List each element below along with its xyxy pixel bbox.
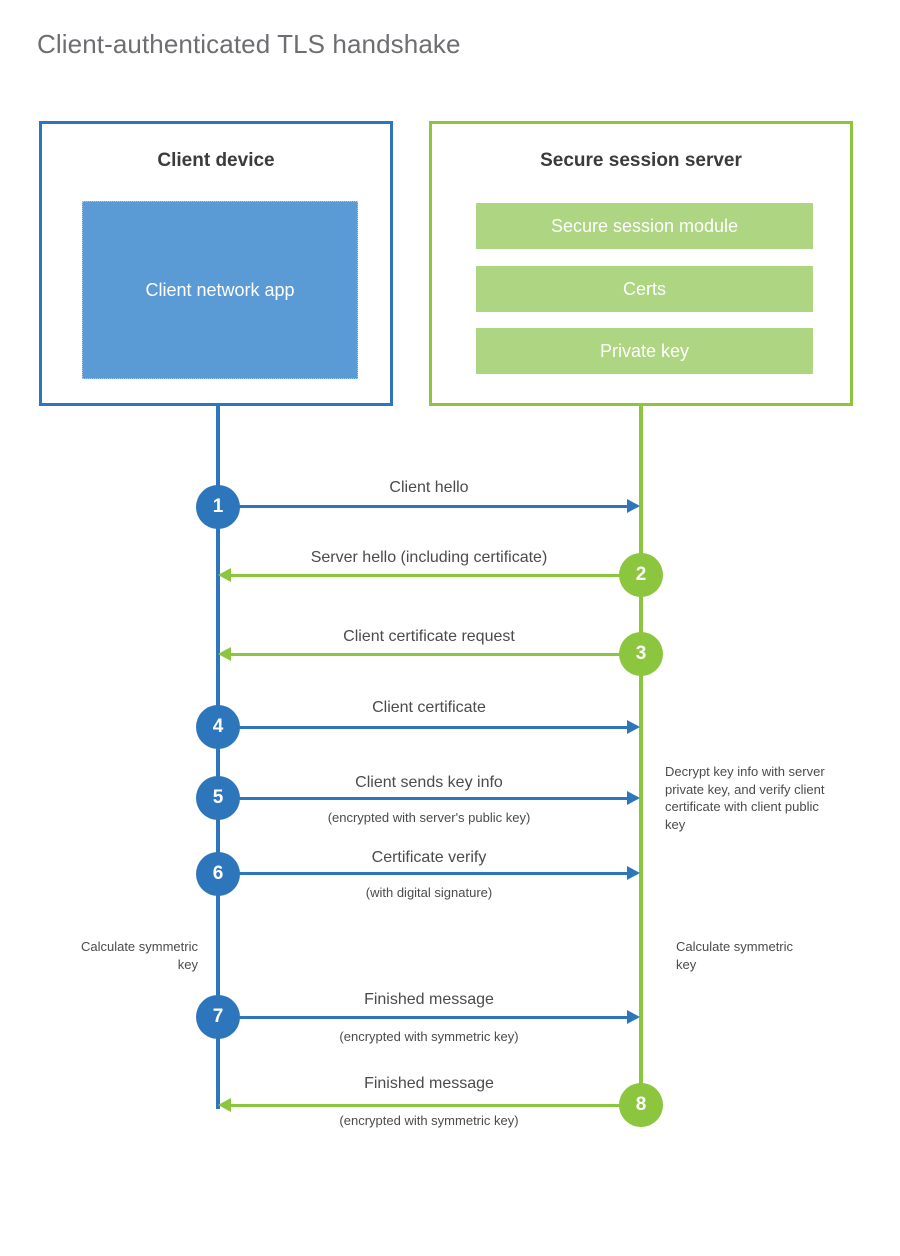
client-device-box: Client device Client network app bbox=[39, 121, 393, 406]
step-8-arrowhead-icon bbox=[218, 1098, 231, 1112]
step-7-sublabel: (encrypted with symmetric key) bbox=[339, 1029, 519, 1044]
step-2-arrowhead-icon bbox=[218, 568, 231, 582]
step-1-arrowhead-icon bbox=[627, 499, 640, 513]
server-chip-private-key: Private key bbox=[476, 328, 813, 374]
step-7-label: Finished message bbox=[364, 991, 494, 1008]
step-4-label: Client certificate bbox=[372, 699, 486, 716]
step-1-badge: 1 bbox=[196, 485, 240, 529]
step-6-arrow-line bbox=[218, 872, 628, 875]
step-6-arrowhead-icon bbox=[627, 866, 640, 880]
step-1-label: Client hello bbox=[389, 479, 469, 496]
server-chip-certs: Certs bbox=[476, 266, 813, 312]
step-8-sublabel: (encrypted with symmetric key) bbox=[339, 1113, 519, 1128]
step-3-arrow-line bbox=[230, 653, 641, 656]
step-6-badge: 6 bbox=[196, 852, 240, 896]
step-3-arrowhead-icon bbox=[218, 647, 231, 661]
step-4-arrowhead-icon bbox=[627, 720, 640, 734]
step-5-sublabel: (encrypted with server's public key) bbox=[327, 810, 531, 825]
step-7-arrowhead-icon bbox=[627, 1010, 640, 1024]
step-6-sublabel: (with digital signature) bbox=[365, 885, 493, 900]
step-8-arrow-line bbox=[230, 1104, 641, 1107]
step-6-label: Certificate verify bbox=[371, 849, 487, 866]
step-7-arrow-line bbox=[218, 1016, 628, 1019]
client-network-app-block: Client network app bbox=[82, 201, 358, 379]
step-3-badge: 3 bbox=[619, 632, 663, 676]
server-calculate-symmetric-key-note: Calculate symmetric key bbox=[676, 939, 794, 972]
step-2-label: Server hello (including certificate) bbox=[310, 549, 548, 566]
step-5-arrowhead-icon bbox=[627, 791, 640, 805]
step-4-arrow-line bbox=[218, 726, 628, 729]
step-5-arrow-line bbox=[218, 797, 628, 800]
client-calculate-symmetric-key-note: Calculate symmetric key bbox=[80, 939, 198, 972]
client-device-title: Client device bbox=[157, 150, 275, 171]
step-2-arrow-line bbox=[230, 574, 641, 577]
secure-session-server-title: Secure session server bbox=[540, 150, 742, 171]
step-8-badge: 8 bbox=[619, 1083, 663, 1127]
step-3-label: Client certificate request bbox=[343, 628, 515, 645]
step-5-label: Client sends key info bbox=[355, 774, 503, 791]
step-2-badge: 2 bbox=[619, 553, 663, 597]
server-decrypt-note: Decrypt key info with server private key… bbox=[665, 764, 825, 832]
step-4-badge: 4 bbox=[196, 705, 240, 749]
step-1-arrow-line bbox=[218, 505, 628, 508]
server-chip-secure-session-module: Secure session module bbox=[476, 203, 813, 249]
step-5-badge: 5 bbox=[196, 776, 240, 820]
client-lifeline bbox=[216, 404, 220, 1109]
server-lifeline bbox=[639, 404, 643, 1105]
page-title: Client-authenticated TLS handshake bbox=[37, 29, 461, 59]
step-7-badge: 7 bbox=[196, 995, 240, 1039]
secure-session-server-box: Secure session server Secure session mod… bbox=[429, 121, 853, 406]
step-8-label: Finished message bbox=[364, 1075, 494, 1092]
